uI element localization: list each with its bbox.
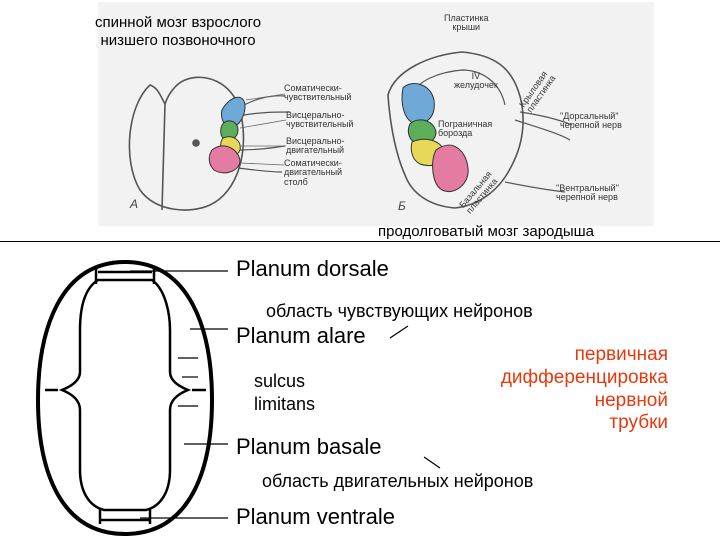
basal-plate-pink [432,144,469,192]
neural-canal [58,278,192,512]
label-ventral-cranial-nerve: "Вентральный" черепной нерв [556,183,619,203]
top-figure-panel [98,2,654,226]
panel-b-label: Б [398,199,406,213]
label-fourth-ventricle: IV желудочек [454,71,498,91]
label-visceral-sensory: Висцерально- чувствительный [286,110,354,130]
medulla-plates [401,83,469,192]
label-sensory-neuron-area: область чувствующих нейронов [266,301,533,321]
label-planum-ventrale: Planum ventrale [236,504,395,529]
label-planum-dorsale: Planum dorsale [236,256,389,281]
panel-a-label: А [130,197,139,211]
label-somatic-sensory: Соматически- чувствительный [284,83,352,103]
label-planum-alare: Planum alare [236,323,366,348]
caption-adult-spinal-cord: спинной мозг взрослого низшего позвоночн… [95,14,262,49]
caption-embryo-medulla: продолговатый мозг зародыша [378,223,594,240]
spinal-cord-figure [128,76,291,211]
label-somatic-motor: Соматически- двигательный столб [284,158,343,187]
schematic-leader-lines [130,270,441,519]
alar-plate-blue [401,83,435,125]
neural-tube-outer-wall [35,259,215,537]
fig-a-leader-lines [239,93,287,166]
label-sulcus-limitans-ru: Пограничная борозда [438,119,493,139]
spinal-columns [208,96,246,174]
label-primary-differentiation: первичная дифференцировка нервной трубки [500,344,668,434]
label-dorsal-cranial-nerve: "Дорсальный" черепной нерв [560,111,622,131]
somatic-sensory-column [221,96,246,129]
label-visceral-motor: Висцерально- двигательный [286,136,345,156]
medulla-figure [387,51,573,209]
label-sulcus-limitans: sulcus limitans [254,371,316,414]
label-motor-neuron-area: область двигательных нейронов [262,471,534,491]
somatic-motor-column [208,145,241,174]
label-planum-basale: Planum basale [236,434,382,459]
label-roof-plate: Пластинка крыши [444,13,489,33]
section-divider [0,241,720,242]
